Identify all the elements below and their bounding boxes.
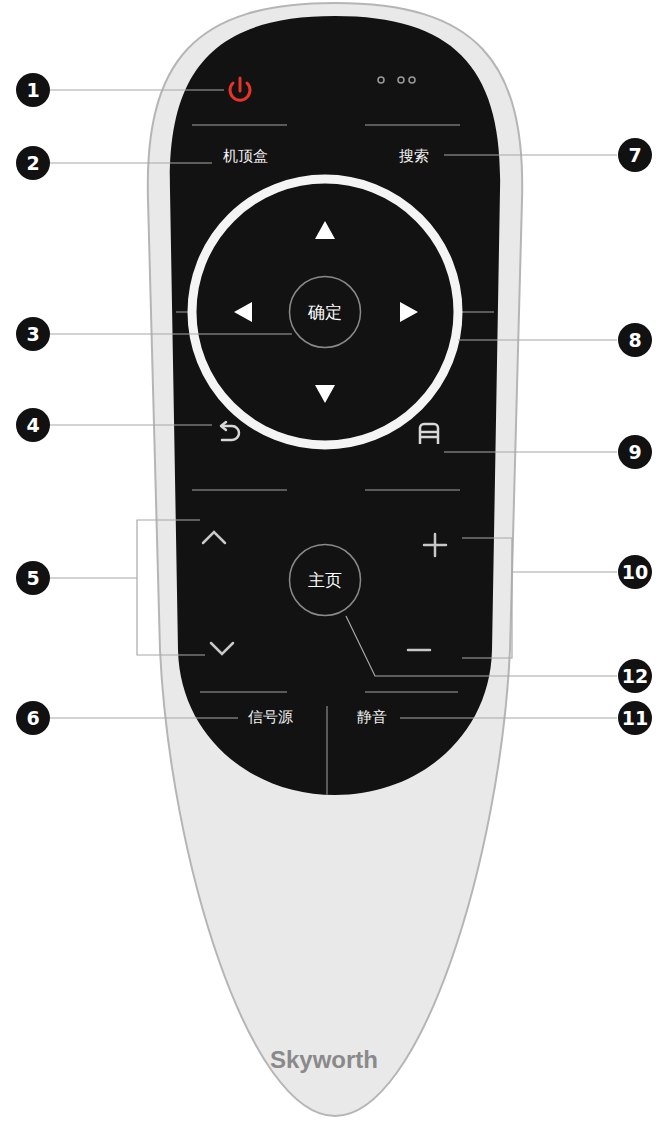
leader-lines [50, 90, 617, 718]
button-panel [170, 16, 500, 795]
channel-keys [203, 532, 233, 654]
callout-number: 8 [628, 331, 641, 350]
callout-number: 11 [622, 709, 648, 728]
callout-number: 6 [26, 709, 39, 728]
remote-body [148, 3, 522, 1116]
button-ring [290, 277, 361, 348]
callout-number: 10 [622, 563, 648, 582]
callout-number: 2 [26, 154, 39, 173]
indicator-dots [378, 77, 415, 83]
callout-number: 9 [628, 443, 641, 462]
round-button: 确定 [288, 275, 362, 349]
volume-keys [408, 534, 446, 650]
button-label: 机顶盒 [223, 149, 268, 164]
callout-number: 12 [622, 667, 648, 686]
button-label: 确定 [308, 301, 342, 324]
menu-icon [420, 424, 438, 444]
callout-markers [16, 73, 652, 735]
callout-number: 5 [26, 569, 39, 588]
callout-number: 1 [26, 81, 39, 100]
back-icon [221, 422, 239, 440]
button-label: 主页 [308, 569, 342, 592]
button-label: 信号源 [248, 710, 293, 725]
brand-logo: Skyworth [270, 1048, 378, 1072]
button-label: 搜索 [399, 149, 429, 164]
button-ring [290, 545, 361, 616]
button-label: 静音 [357, 710, 387, 725]
callout-number: 7 [628, 146, 641, 165]
callout-number: 4 [26, 416, 39, 435]
separators [176, 125, 494, 795]
round-button: 主页 [288, 543, 362, 617]
callout-number: 3 [26, 325, 39, 344]
direction-ring [192, 179, 458, 445]
power-icon [230, 78, 250, 100]
direction-arrows [234, 221, 418, 403]
